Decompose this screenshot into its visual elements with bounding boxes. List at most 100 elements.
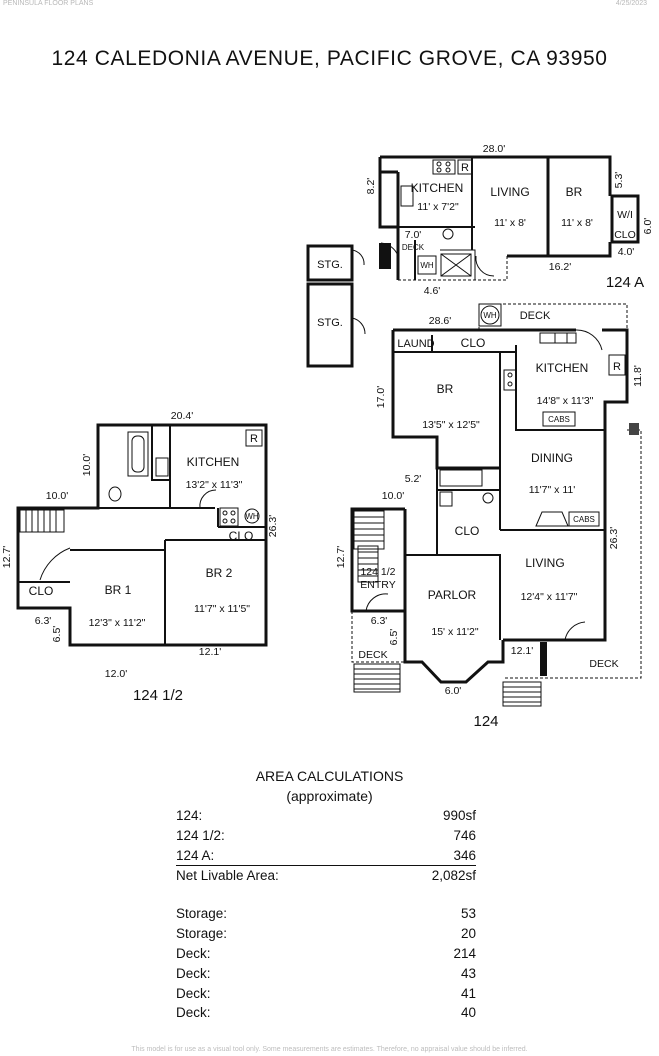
svg-text:6.5': 6.5': [388, 629, 400, 646]
svg-text:CABS: CABS: [573, 515, 595, 524]
area-row: Deck:41: [176, 986, 476, 1001]
fridge-icon: [457, 159, 473, 175]
area-row: Deck:40: [176, 1005, 476, 1020]
svg-text:WH: WH: [420, 261, 434, 270]
svg-text:CLO: CLO: [461, 336, 486, 350]
svg-text:11' x 7'2": 11' x 7'2": [417, 201, 459, 213]
svg-text:6.3': 6.3': [371, 615, 388, 627]
svg-text:4.6': 4.6': [424, 285, 441, 297]
svg-text:WH: WH: [483, 311, 497, 320]
svg-text:KITCHEN: KITCHEN: [536, 361, 589, 375]
svg-text:12.7': 12.7': [1, 546, 13, 568]
svg-text:13'2" x 11'3": 13'2" x 11'3": [186, 479, 243, 491]
svg-text:12'3" x 11'2": 12'3" x 11'2": [89, 617, 146, 629]
svg-text:10.0': 10.0': [382, 490, 404, 502]
svg-text:12.1': 12.1': [511, 645, 533, 657]
svg-text:6.0': 6.0': [642, 218, 654, 235]
svg-text:12.7': 12.7': [335, 546, 347, 568]
svg-text:124 1/2: 124 1/2: [360, 566, 395, 578]
area-total-row: Net Livable Area:2,082sf: [176, 868, 476, 883]
toilet-icon: [442, 228, 454, 240]
deck-door-icon: [379, 243, 391, 269]
svg-text:124 A: 124 A: [606, 274, 644, 291]
plan-124-half: R WH KITCHEN 13'2" x 11'3" CLO CLO BR 1 …: [1, 410, 279, 704]
svg-text:6.3': 6.3': [35, 615, 52, 627]
svg-text:CLO: CLO: [229, 529, 254, 543]
svg-text:124 1/2: 124 1/2: [133, 687, 183, 704]
sink-icon: [155, 457, 169, 477]
svg-text:DECK: DECK: [520, 310, 551, 322]
svg-text:R: R: [250, 433, 258, 445]
company-name: PENINSULA FLOOR PLANS: [3, 0, 94, 7]
svg-text:10.0': 10.0': [46, 490, 68, 502]
svg-text:17.0': 17.0': [375, 386, 387, 408]
svg-text:11' x 8': 11' x 8': [494, 217, 526, 229]
svg-text:CLO: CLO: [455, 524, 480, 538]
svg-text:R: R: [613, 361, 621, 373]
svg-text:W/I: W/I: [617, 209, 633, 221]
toilet-icon: [108, 486, 122, 502]
water-heater-icon: [417, 255, 437, 275]
area-row: 124 A:346: [176, 848, 476, 866]
sink-icon: [482, 492, 494, 504]
plan-124: WH R CABS CABS: [335, 303, 644, 730]
svg-text:6.5': 6.5': [51, 626, 63, 643]
svg-text:ENTRY: ENTRY: [360, 579, 395, 591]
svg-text:BR 2: BR 2: [206, 566, 233, 580]
svg-text:12.1': 12.1': [199, 646, 221, 658]
area-row: 124 1/2:746: [176, 828, 476, 843]
svg-text:124: 124: [473, 713, 498, 730]
svg-text:WH: WH: [245, 512, 259, 521]
area-row: Deck:214: [176, 946, 476, 961]
svg-text:R: R: [461, 162, 469, 174]
svg-text:STG.: STG.: [317, 259, 343, 271]
svg-text:DECK: DECK: [358, 649, 387, 661]
stove-icon: [503, 369, 517, 391]
area-row: Storage:20: [176, 926, 476, 941]
toilet-icon: [439, 491, 453, 507]
water-heater-icon: [480, 305, 500, 325]
deck-door-icon: [540, 642, 547, 676]
svg-text:11'7" x 11'5": 11'7" x 11'5": [194, 603, 250, 615]
svg-text:14'8" x 11'3": 14'8" x 11'3": [537, 395, 594, 407]
svg-text:20.4': 20.4': [171, 410, 193, 422]
area-heading: AREA CALCULATIONS: [255, 768, 404, 784]
svg-text:11.8': 11.8': [632, 365, 644, 387]
wi-closet: [610, 194, 640, 244]
fridge-icon: [608, 354, 626, 376]
floor-plan: WH R KITCHEN 11' x 7'2" LIVING 11' x 8' …: [1, 143, 654, 730]
svg-text:16.2': 16.2': [549, 261, 571, 273]
area-row: Storage:53: [176, 906, 476, 921]
svg-text:LIVING: LIVING: [490, 185, 529, 199]
svg-text:12'4" x 11'7": 12'4" x 11'7": [521, 591, 578, 603]
svg-text:13'5" x 12'5": 13'5" x 12'5": [422, 419, 480, 431]
stove-icon: [432, 159, 456, 175]
svg-text:26.3': 26.3': [267, 515, 279, 537]
svg-text:26.3': 26.3': [608, 527, 620, 549]
svg-text:11' x 8': 11' x 8': [561, 217, 593, 229]
svg-text:7.0': 7.0': [405, 229, 422, 241]
plan-date: 4/25/2023: [615, 0, 647, 7]
svg-text:8.2': 8.2': [365, 178, 377, 195]
disclaimer-footer: This model is for use as a visual tool o…: [131, 1046, 528, 1053]
stairs-icon: [19, 509, 65, 533]
svg-text:5.3': 5.3': [613, 172, 625, 189]
svg-text:LAUND: LAUND: [397, 338, 434, 350]
stove-icon: [219, 507, 239, 527]
tub-icon: [439, 469, 483, 487]
svg-text:CLO: CLO: [614, 229, 636, 241]
svg-text:4.0': 4.0': [618, 246, 635, 258]
svg-text:5.2': 5.2': [405, 473, 422, 485]
svg-text:KITCHEN: KITCHEN: [411, 181, 464, 195]
storage: STG. STG.: [306, 244, 366, 368]
stairs-icon: [353, 510, 385, 550]
svg-text:6.0': 6.0': [445, 685, 462, 697]
plan-124a: WH R KITCHEN 11' x 7'2" LIVING 11' x 8' …: [365, 143, 654, 297]
water-heater-icon: [244, 508, 260, 524]
svg-text:PARLOR: PARLOR: [428, 588, 477, 602]
area-subheading: (approximate): [286, 788, 373, 804]
svg-text:15' x 11'2": 15' x 11'2": [431, 626, 479, 638]
svg-text:11'7" x 11': 11'7" x 11': [529, 484, 575, 496]
svg-text:DECK: DECK: [589, 658, 618, 670]
svg-text:DECK: DECK: [402, 243, 425, 252]
